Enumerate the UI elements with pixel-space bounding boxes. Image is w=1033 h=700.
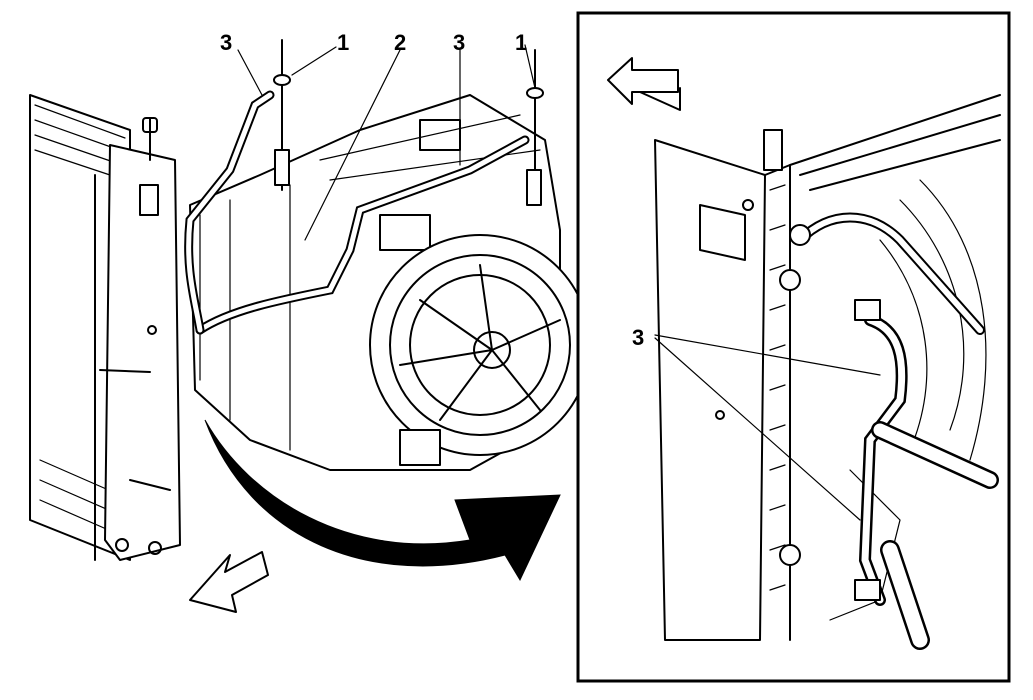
callout-1-right: 1 (515, 30, 527, 55)
front-direction-arrow (189, 551, 269, 613)
rotation-arrow (204, 419, 561, 582)
main-view: 3 1 2 3 1 (29, 30, 591, 613)
bolt-left (273, 39, 291, 191)
callout-3-inset: 3 (632, 325, 644, 350)
bolt-right (526, 49, 544, 206)
callout-3-left: 3 (220, 30, 232, 55)
detail-inset: 3 (576, 11, 1011, 683)
cooling-fan (369, 234, 591, 466)
callout-3-center: 3 (453, 30, 465, 55)
radiator-bracket (99, 117, 181, 561)
callout-2: 2 (394, 30, 406, 55)
inset-direction-arrow (607, 57, 679, 105)
callout-1-left: 1 (337, 30, 349, 55)
cooler-line (184, 90, 530, 335)
